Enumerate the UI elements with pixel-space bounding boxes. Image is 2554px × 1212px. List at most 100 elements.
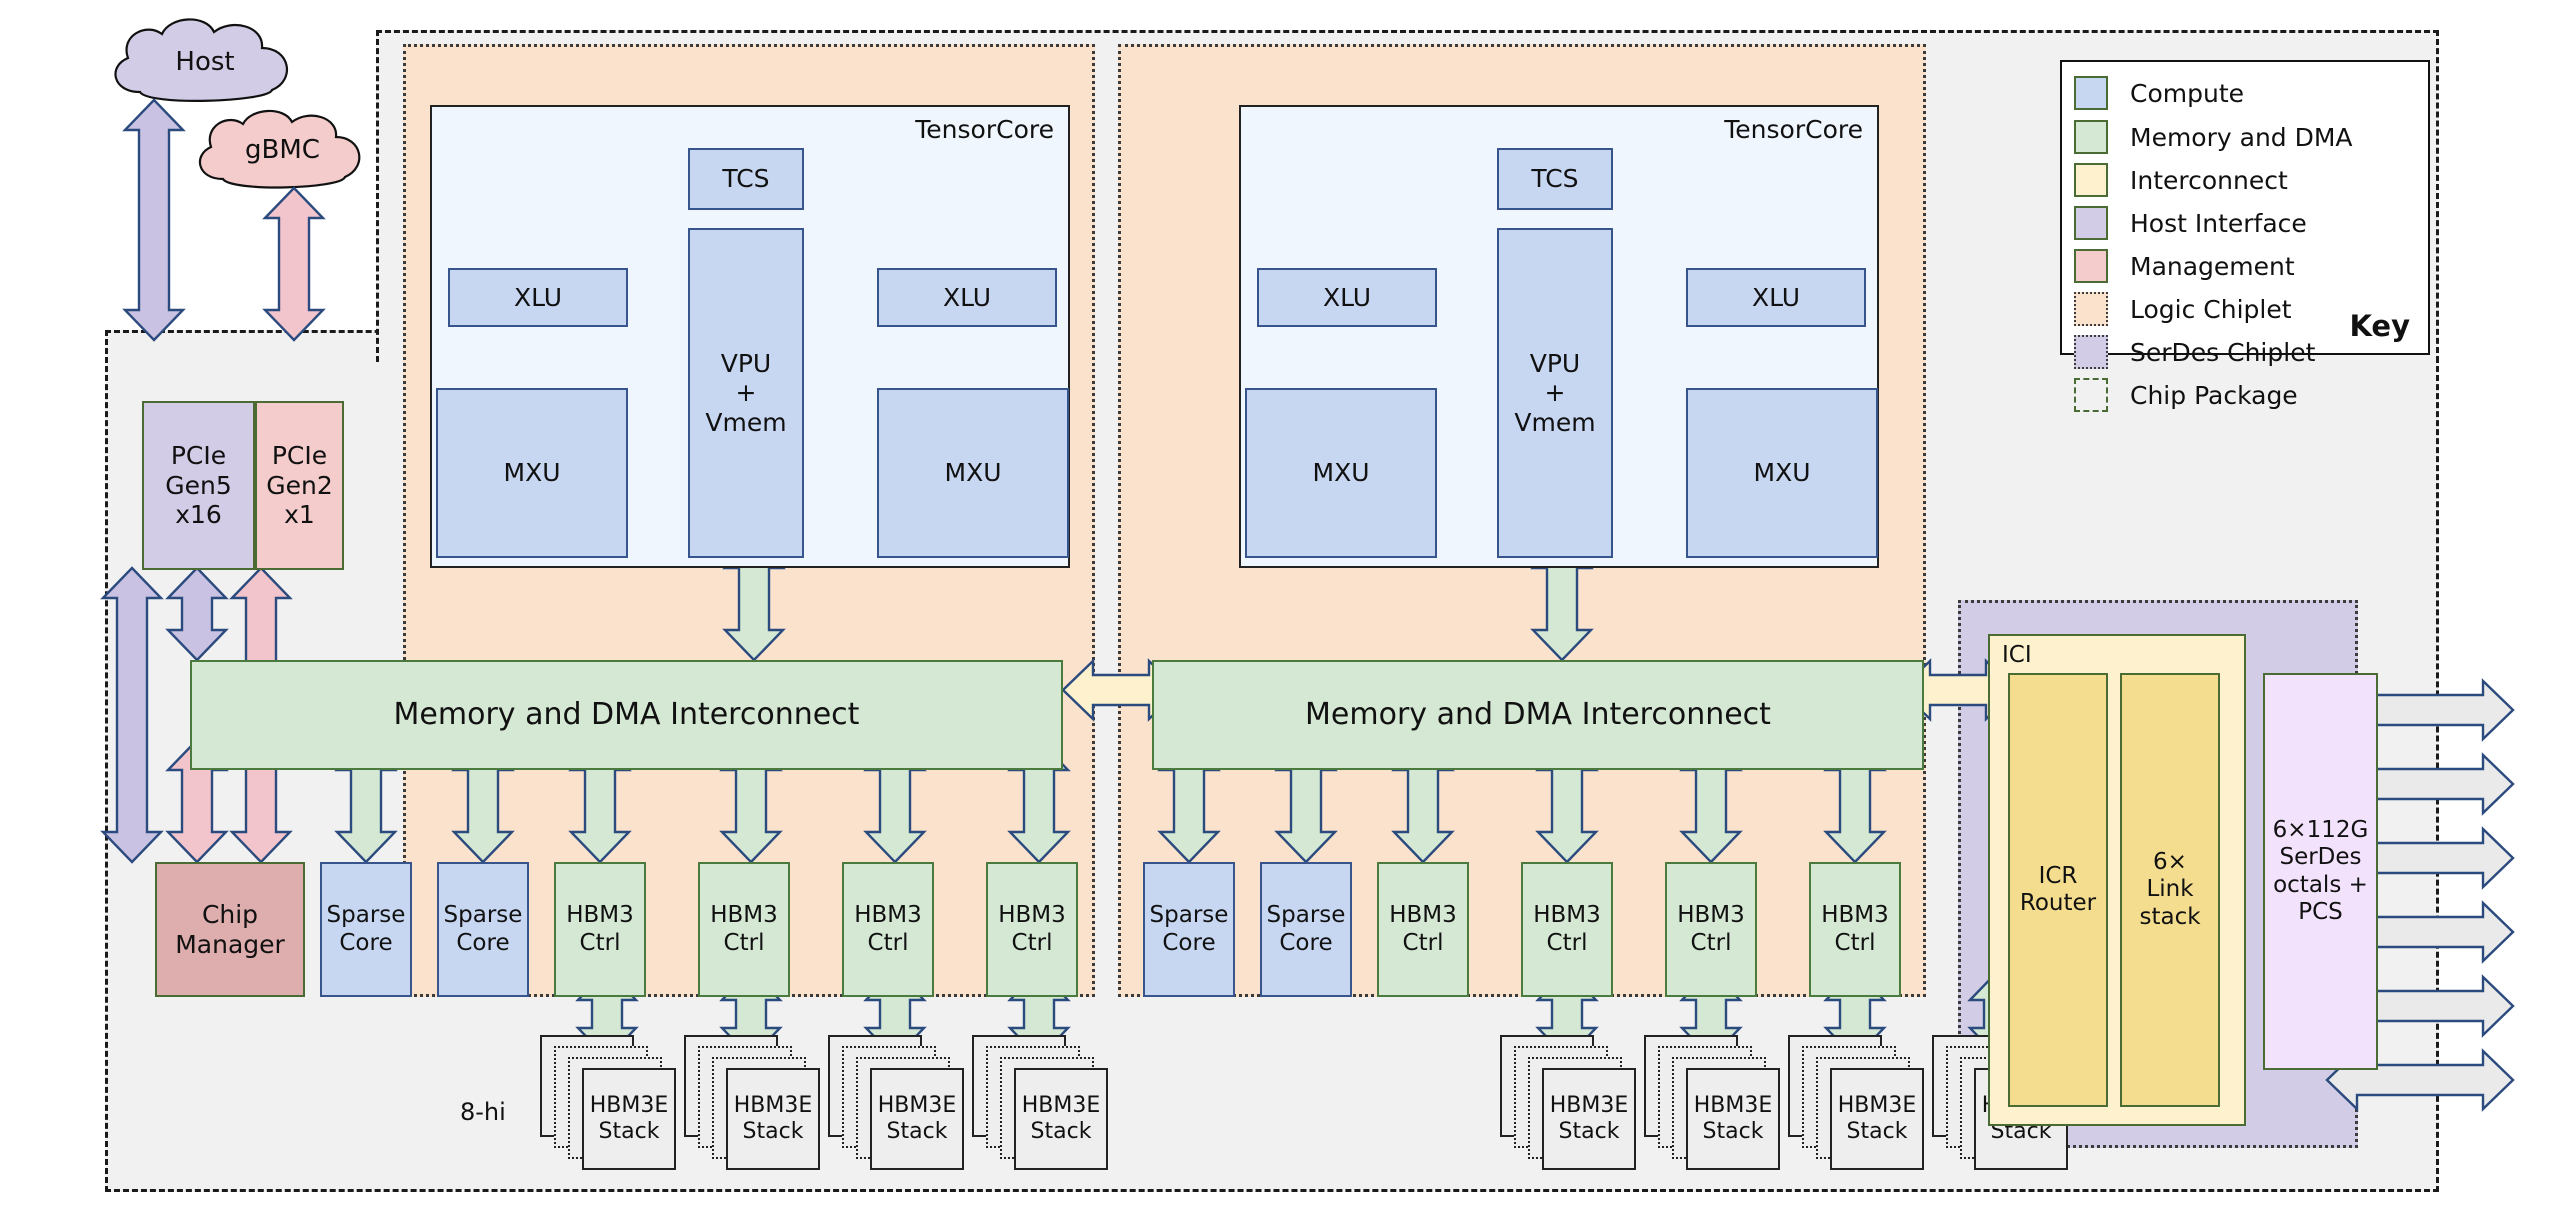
hbm3-ctrl-5[interactable]: HBM3 Ctrl: [1377, 862, 1469, 997]
xlu-left-2[interactable]: XLU: [877, 268, 1057, 327]
hbm3e-stack-3-line-2: Stack: [886, 1119, 948, 1144]
mxu-right-1[interactable]: MXU: [1245, 388, 1437, 558]
hbm3-ctrl-7-line-1: HBM3: [1677, 902, 1745, 929]
key-swatch-logic-chiplet: [2074, 292, 2108, 326]
hbm3-ctrl-6-line-1: HBM3: [1533, 902, 1601, 929]
xlu-right-1[interactable]: XLU: [1257, 268, 1437, 327]
hbm3-ctrl-7[interactable]: HBM3 Ctrl: [1665, 862, 1757, 997]
key-item-host-interface: Host Interface: [2074, 206, 2307, 240]
gbmc-cloud: gBMC: [185, 105, 380, 195]
hbm3e-stack-2-line-2: Stack: [742, 1119, 804, 1144]
vpu-r-line-2: +: [1544, 378, 1566, 408]
vpu-r-line-1: VPU: [1529, 348, 1581, 378]
sparse-core-4[interactable]: Sparse Core: [1260, 862, 1352, 997]
xlu-left-1[interactable]: XLU: [448, 268, 628, 327]
hbm3e-stack-3[interactable]: HBM3E Stack: [828, 1035, 964, 1170]
pcie-gen5-block[interactable]: PCIe Gen5 x16: [142, 401, 255, 570]
memory-dma-interconnect-right[interactable]: Memory and DMA Interconnect: [1152, 660, 1924, 770]
link-stack-line-2: Link: [2146, 876, 2194, 903]
vpu-line-2: +: [735, 378, 757, 408]
host-cloud-label: Host: [175, 47, 235, 77]
key-item-chip-package: Chip Package: [2074, 378, 2298, 412]
key-item-management: Management: [2074, 249, 2295, 283]
hbm3-ctrl-1-line-2: Ctrl: [579, 929, 621, 956]
hbm3e-stack-5-line-1: HBM3E: [1549, 1092, 1629, 1118]
mxu-right-2[interactable]: MXU: [1686, 388, 1878, 558]
key-swatch-memory-and-dma: [2074, 120, 2108, 154]
hbm3e-stack-7-line-1: HBM3E: [1837, 1092, 1917, 1118]
pcie-gen2-line-2: Gen2: [266, 470, 333, 500]
link-stack-block[interactable]: 6× Link stack: [2120, 673, 2220, 1107]
sparse-core-2[interactable]: Sparse Core: [437, 862, 529, 997]
hbm3e-stack-7[interactable]: HBM3E Stack: [1788, 1035, 1924, 1170]
hbm3-ctrl-2[interactable]: HBM3 Ctrl: [698, 862, 790, 997]
tensorcore-left-title: TensorCore: [915, 115, 1054, 144]
key-item-logic-chiplet: Logic Chiplet: [2074, 292, 2292, 326]
serdes-octals-pcs-block[interactable]: 6×112G SerDes octals + PCS: [2263, 673, 2378, 1070]
pcie-gen2-line-3: x1: [284, 500, 315, 530]
serdes-line-2: SerDes: [2279, 844, 2362, 871]
hbm3e-stack-4-line-2: Stack: [1030, 1119, 1092, 1144]
hbm3e-stack-2[interactable]: HBM3E Stack: [684, 1035, 820, 1170]
icr-router-line-2: Router: [2019, 890, 2097, 916]
sparse-core-2-line-1: Sparse: [443, 902, 523, 929]
hbm3-ctrl-3-line-2: Ctrl: [867, 929, 909, 956]
hbm3e-stack-4[interactable]: HBM3E Stack: [972, 1035, 1108, 1170]
key-swatch-serdes-chiplet: [2074, 335, 2108, 369]
icr-router-block[interactable]: ICR Router: [2008, 673, 2108, 1107]
chip-manager-block[interactable]: Chip Manager: [155, 862, 305, 997]
key-item-compute: Compute: [2074, 76, 2244, 110]
key-swatch-host-interface: [2074, 206, 2108, 240]
sparse-core-1-line-1: Sparse: [326, 902, 406, 929]
key-item-memory-and-dma: Memory and DMA: [2074, 120, 2353, 154]
hbm3-ctrl-1-line-1: HBM3: [566, 902, 634, 929]
key-title: Key: [2349, 309, 2410, 343]
key-item-interconnect: Interconnect: [2074, 163, 2288, 197]
serdes-line-3: octals +: [2273, 871, 2368, 898]
memory-dma-interconnect-left[interactable]: Memory and DMA Interconnect: [190, 660, 1063, 770]
sparse-core-1-line-2: Core: [339, 929, 393, 956]
pcie-gen5-line-1: PCIe: [170, 441, 227, 471]
ici-label: ICI: [2002, 642, 2032, 668]
hbm3-ctrl-1[interactable]: HBM3 Ctrl: [554, 862, 646, 997]
hbm3e-stack-7-line-2: Stack: [1846, 1119, 1908, 1144]
sparse-core-4-line-1: Sparse: [1266, 902, 1346, 929]
chip-manager-line-2: Manager: [175, 929, 285, 959]
hbm3e-stack-6[interactable]: HBM3E Stack: [1644, 1035, 1780, 1170]
vpu-vmem-right[interactable]: VPU + Vmem: [1497, 228, 1613, 558]
hbm3e-stack-5[interactable]: HBM3E Stack: [1500, 1035, 1636, 1170]
vpu-vmem-left[interactable]: VPU + Vmem: [688, 228, 804, 558]
key-swatch-management: [2074, 249, 2108, 283]
sparse-core-1[interactable]: Sparse Core: [320, 862, 412, 997]
pcie-gen5-line-2: Gen5: [165, 470, 232, 500]
key-label-compute: Compute: [2130, 78, 2245, 108]
mxu-left-1[interactable]: MXU: [436, 388, 628, 558]
hbm3-ctrl-7-line-2: Ctrl: [1690, 929, 1732, 956]
hbm3-ctrl-2-line-1: HBM3: [710, 902, 778, 929]
hbm3-ctrl-8-line-1: HBM3: [1821, 902, 1889, 929]
vpu-r-line-3: Vmem: [1514, 407, 1596, 437]
tcs-right[interactable]: TCS: [1497, 148, 1613, 210]
mxu-left-2[interactable]: MXU: [877, 388, 1069, 558]
sparse-core-3[interactable]: Sparse Core: [1143, 862, 1235, 997]
sparse-core-3-line-1: Sparse: [1149, 902, 1229, 929]
hbm3-ctrl-6[interactable]: HBM3 Ctrl: [1521, 862, 1613, 997]
hbm3e-stack-1-line-1: HBM3E: [589, 1092, 669, 1118]
link-stack-line-3: stack: [2139, 903, 2201, 930]
hbm3-ctrl-4[interactable]: HBM3 Ctrl: [986, 862, 1078, 997]
pcie-gen2-block[interactable]: PCIe Gen2 x1: [255, 401, 344, 570]
hbm3e-stack-6-line-2: Stack: [1702, 1119, 1764, 1144]
sparse-core-3-line-2: Core: [1162, 929, 1216, 956]
key-item-serdes-chiplet: SerDes Chiplet: [2074, 335, 2315, 369]
hbm3e-stack-1[interactable]: HBM3E Stack: [540, 1035, 676, 1170]
hbm3-ctrl-3-line-1: HBM3: [854, 902, 922, 929]
hbm3-ctrl-3[interactable]: HBM3 Ctrl: [842, 862, 934, 997]
hbm3-ctrl-8[interactable]: HBM3 Ctrl: [1809, 862, 1901, 997]
key-panel: Key Compute Memory and DMA Interconnect …: [2060, 60, 2430, 412]
key-label-serdes-chiplet: SerDes Chiplet: [2130, 337, 2316, 367]
xlu-right-2[interactable]: XLU: [1686, 268, 1866, 327]
sparse-core-2-line-2: Core: [456, 929, 510, 956]
hbm3-ctrl-2-line-2: Ctrl: [723, 929, 765, 956]
tcs-left[interactable]: TCS: [688, 148, 804, 210]
